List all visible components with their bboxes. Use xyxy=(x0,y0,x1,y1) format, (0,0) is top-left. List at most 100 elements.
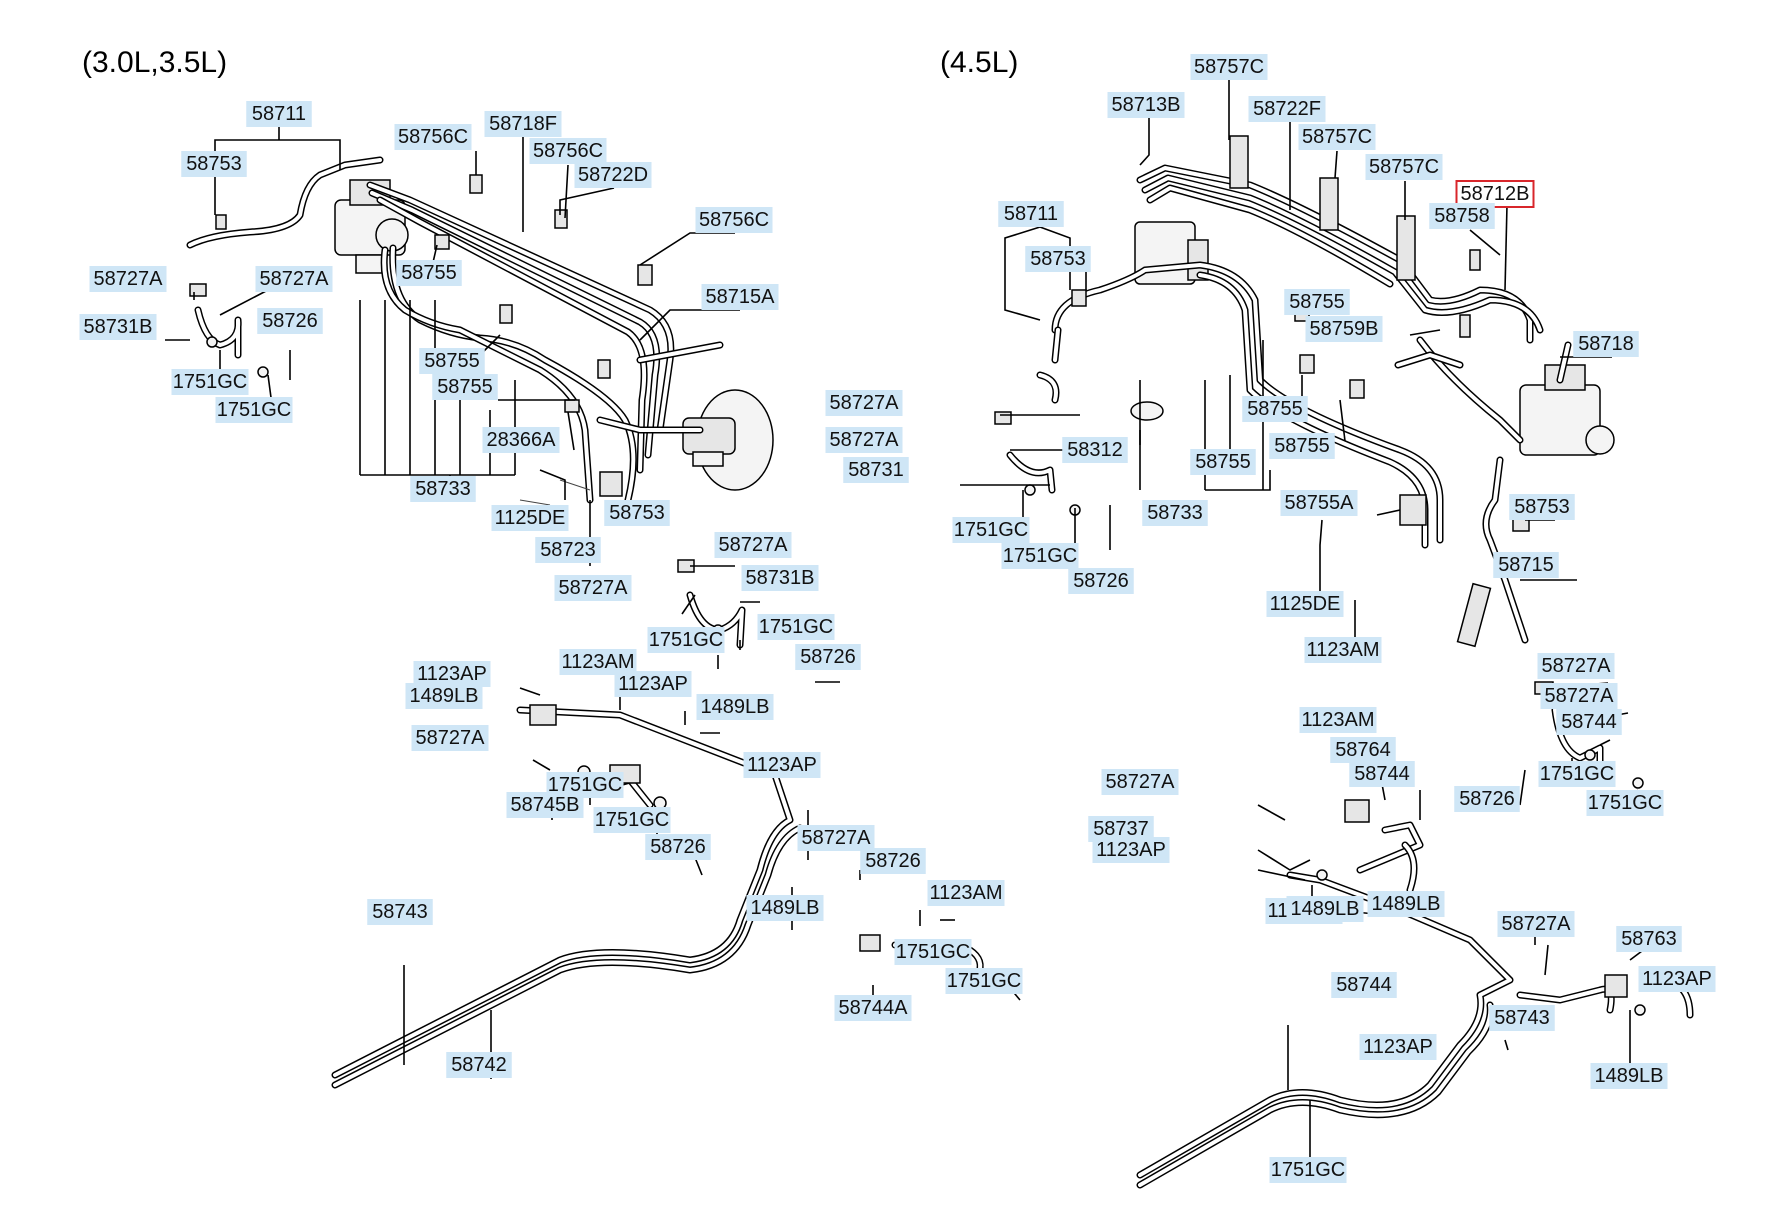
callout-1123AP[interactable]: 1123AP xyxy=(1638,966,1716,992)
callout-58727A[interactable]: 58727A xyxy=(411,725,489,751)
callout-58726[interactable]: 58726 xyxy=(257,308,323,334)
callout-58753[interactable]: 58753 xyxy=(1025,246,1091,272)
callout-58727A[interactable]: 58727A xyxy=(1101,769,1179,795)
callout-58755[interactable]: 58755 xyxy=(1284,289,1350,315)
callout-1123AM[interactable]: 1123AM xyxy=(1304,637,1382,663)
callout-1489LB[interactable]: 1489LB xyxy=(1590,1063,1668,1089)
callout-1489LB[interactable]: 1489LB xyxy=(1286,896,1364,922)
callout-58722F[interactable]: 58722F xyxy=(1248,96,1326,122)
callout-58727A[interactable]: 58727A xyxy=(1540,683,1618,709)
callout-58744A[interactable]: 58744A xyxy=(834,995,912,1021)
callout-1751GC[interactable]: 1751GC xyxy=(546,772,624,798)
callout-58743[interactable]: 58743 xyxy=(1489,1005,1555,1031)
callout-58731B[interactable]: 58731B xyxy=(79,314,157,340)
callout-58715A[interactable]: 58715A xyxy=(701,284,779,310)
callout-1751GC[interactable]: 1751GC xyxy=(1538,761,1616,787)
callout-58727A[interactable]: 58727A xyxy=(554,575,632,601)
callout-58727A[interactable]: 58727A xyxy=(797,825,875,851)
callout-58727A[interactable]: 58727A xyxy=(714,532,792,558)
callout-58726[interactable]: 58726 xyxy=(860,848,926,874)
callout-58718[interactable]: 58718 xyxy=(1573,331,1639,357)
callout-58727A[interactable]: 58727A xyxy=(89,266,167,292)
callout-58753[interactable]: 58753 xyxy=(181,151,247,177)
callout-1489LB[interactable]: 1489LB xyxy=(1367,891,1445,917)
callout-58755[interactable]: 58755 xyxy=(1242,396,1308,422)
callout-58756C[interactable]: 58756C xyxy=(695,207,773,233)
callout-1751GC[interactable]: 1751GC xyxy=(1269,1157,1347,1183)
callout-58744[interactable]: 58744 xyxy=(1331,972,1397,998)
callout-58745B[interactable]: 58745B xyxy=(506,792,584,818)
callout-58733[interactable]: 58733 xyxy=(410,476,476,502)
callout-1489LB[interactable]: 1489LB xyxy=(746,895,824,921)
callout-58756C[interactable]: 58756C xyxy=(394,124,472,150)
callout-1751GC[interactable]: 1751GC xyxy=(215,397,293,423)
callout-1489LB[interactable]: 1489LB xyxy=(405,683,483,709)
callout-58743[interactable]: 58743 xyxy=(367,899,433,925)
callout-1751GC[interactable]: 1751GC xyxy=(171,369,249,395)
callout-highlight-box xyxy=(1455,180,1535,208)
callout-1489LB[interactable]: 1489LB xyxy=(696,694,774,720)
callout-58726[interactable]: 58726 xyxy=(1068,568,1134,594)
callout-1123AM[interactable]: 1123AM xyxy=(1299,707,1377,733)
callout-1751GC[interactable]: 1751GC xyxy=(894,939,972,965)
callout-58711[interactable]: 58711 xyxy=(246,101,312,127)
callout-58722D[interactable]: 58722D xyxy=(574,162,652,188)
callout-58727A[interactable]: 58727A xyxy=(1537,653,1615,679)
callout-58711[interactable]: 58711 xyxy=(998,201,1064,227)
callout-58744[interactable]: 58744 xyxy=(1556,709,1622,735)
callout-58713B[interactable]: 58713B xyxy=(1107,92,1185,118)
callout-1123AP[interactable]: 1123AP xyxy=(614,671,692,697)
callout-58726[interactable]: 58726 xyxy=(795,644,861,670)
callout-58755A[interactable]: 58755A xyxy=(1280,490,1358,516)
callout-1125DE[interactable]: 1125DE xyxy=(491,505,569,531)
callout-58763[interactable]: 58763 xyxy=(1616,926,1682,952)
callout-58755[interactable]: 58755 xyxy=(419,348,485,374)
callout-58755[interactable]: 58755 xyxy=(1190,449,1256,475)
callout-58759B[interactable]: 58759B xyxy=(1305,316,1383,342)
callout-1123AP[interactable]: 1123AP xyxy=(1092,837,1170,863)
callout-58727A[interactable]: 58727A xyxy=(825,390,903,416)
callout-1123AP[interactable]: 1123AP xyxy=(743,752,821,778)
callout-58756C[interactable]: 58756C xyxy=(529,138,607,164)
callout-1125DE[interactable]: 1125DE xyxy=(1266,591,1344,617)
callout-58731[interactable]: 58731 xyxy=(843,457,909,483)
callout-58712B[interactable]: 58712B xyxy=(1455,180,1535,208)
callout-58727A[interactable]: 58727A xyxy=(1497,911,1575,937)
callout-58733[interactable]: 58733 xyxy=(1142,500,1208,526)
callout-background xyxy=(215,397,293,423)
callout-58757C[interactable]: 58757C xyxy=(1298,124,1376,150)
callout-1751GC[interactable]: 1751GC xyxy=(1001,543,1079,569)
callout-28366A[interactable]: 28366A xyxy=(482,427,560,453)
callout-1751GC[interactable]: 1751GC xyxy=(1586,790,1664,816)
callout-58731B[interactable]: 58731B xyxy=(741,565,819,591)
callout-58757C[interactable]: 58757C xyxy=(1190,54,1268,80)
callout-58727A[interactable]: 58727A xyxy=(825,427,903,453)
callout-58755[interactable]: 58755 xyxy=(396,260,462,286)
callout-1751GC[interactable]: 1751GC xyxy=(757,614,835,640)
callout-58755[interactable]: 58755 xyxy=(432,374,498,400)
callout-58715[interactable]: 58715 xyxy=(1493,552,1559,578)
callout-58726[interactable]: 58726 xyxy=(1454,786,1520,812)
callout-58764[interactable]: 58764 xyxy=(1330,737,1396,763)
callout-58312[interactable]: 58312 xyxy=(1062,437,1128,463)
callout-1751GC[interactable]: 1751GC xyxy=(952,517,1030,543)
callout-1123AP[interactable]: 1123AP xyxy=(413,661,491,687)
callout-58755[interactable]: 58755 xyxy=(1269,433,1335,459)
callout-58718F[interactable]: 58718F xyxy=(484,111,562,137)
callout-58758[interactable]: 58758 xyxy=(1429,203,1495,229)
callout-label: 58757C xyxy=(1302,126,1372,148)
callout-58753[interactable]: 58753 xyxy=(1509,494,1575,520)
callout-58723[interactable]: 58723 xyxy=(535,537,601,563)
callout-1123AM[interactable]: 1123AM xyxy=(927,880,1005,906)
callout-1123AM[interactable]: 1123AM xyxy=(559,649,637,675)
callout-58757C[interactable]: 58757C xyxy=(1365,154,1443,180)
callout-58726[interactable]: 58726 xyxy=(645,834,711,860)
callout-1751GC[interactable]: 1751GC xyxy=(647,627,725,653)
callout-58744[interactable]: 58744 xyxy=(1349,761,1415,787)
callout-58753[interactable]: 58753 xyxy=(604,500,670,526)
callout-1751GC[interactable]: 1751GC xyxy=(593,807,671,833)
callout-1123AP[interactable]: 1123AP xyxy=(1359,1034,1437,1060)
callout-58727A[interactable]: 58727A xyxy=(255,266,333,292)
callout-58742[interactable]: 58742 xyxy=(446,1052,512,1078)
callout-1751GC[interactable]: 1751GC xyxy=(945,968,1023,994)
